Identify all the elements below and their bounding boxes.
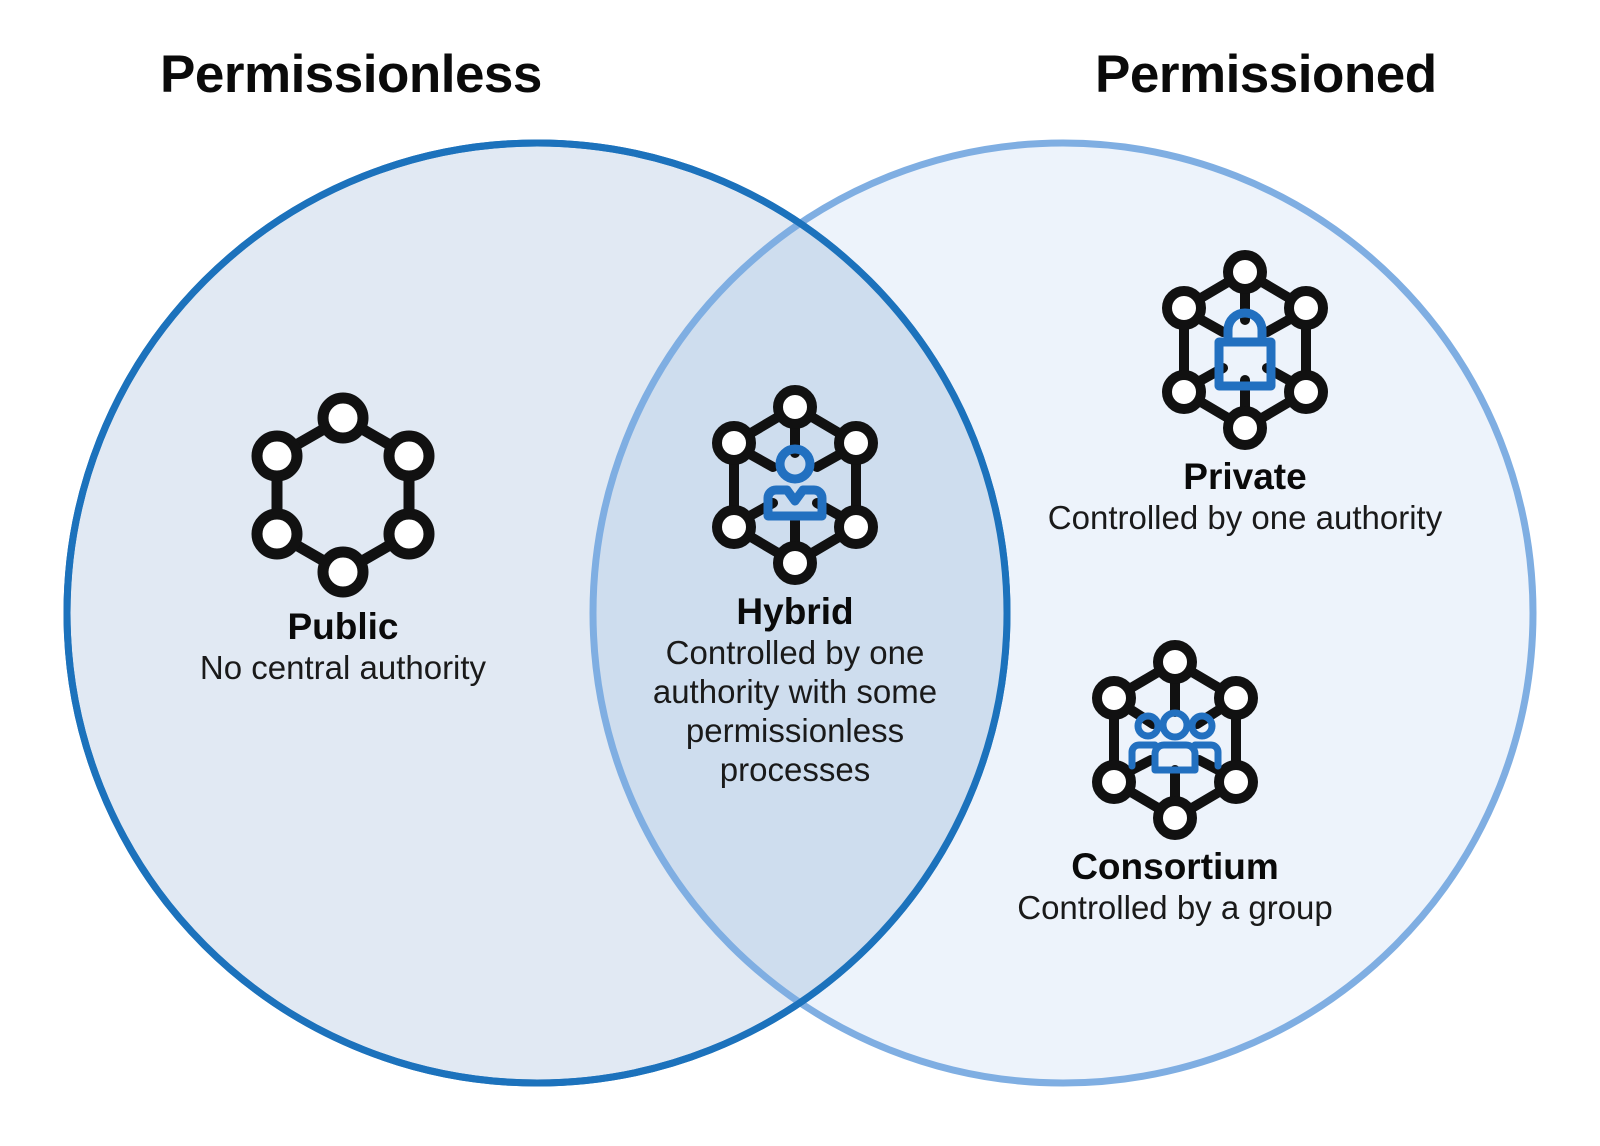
- group-public: Public No central authority: [128, 390, 558, 688]
- group-consortium: Consortium Controlled by a group: [930, 640, 1420, 928]
- group-consortium-name: Consortium: [1071, 846, 1279, 887]
- overlap-lens: [589, 143, 1007, 1083]
- hexagon-network-person-icon: [712, 385, 878, 585]
- group-public-name: Public: [287, 606, 399, 647]
- group-private: Private Controlled by one authority: [1000, 250, 1490, 538]
- group-consortium-desc: Controlled by a group: [1017, 889, 1333, 927]
- permissionless-circle-outline: [63, 139, 1011, 1087]
- group-hybrid-desc: Controlled by one authority with some pe…: [652, 634, 938, 789]
- group-public-desc: No central authority: [199, 649, 487, 687]
- permissionless-title: Permissionless: [160, 45, 542, 104]
- hexagon-network-lock-icon: [1162, 250, 1328, 450]
- group-hybrid: Hybrid Controlled by one authority with …: [620, 385, 970, 790]
- group-private-name: Private: [1183, 456, 1307, 497]
- group-private-desc: Controlled by one authority: [1047, 499, 1443, 537]
- hexagon-network-group-icon: [1092, 640, 1258, 840]
- permissioned-title: Permissioned: [1095, 45, 1437, 104]
- group-hybrid-name: Hybrid: [736, 591, 854, 632]
- hexagon-network-icon: [251, 392, 435, 598]
